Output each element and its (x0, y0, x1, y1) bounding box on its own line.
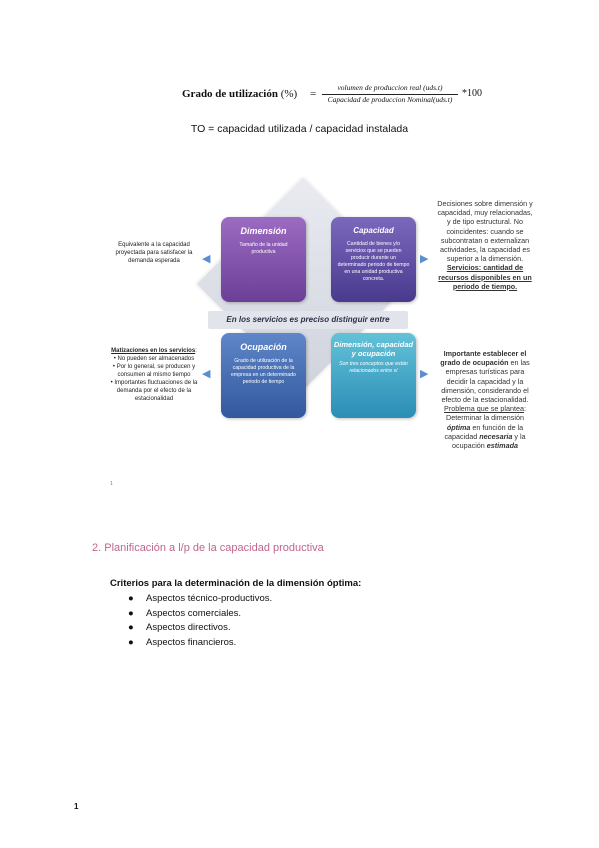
occupancy-optima: óptima (446, 422, 471, 432)
box-dimension-capacidad-ocupacion: Dimensión, capacidad y ocupación Son tre… (331, 333, 416, 418)
concepts-diagram: Dimensión Tamaño de la unidad productiva… (110, 177, 544, 497)
nuances-heading: Matizaciones en los servicios (111, 348, 196, 354)
occupancy-problem: Problema que se plantea (444, 404, 524, 414)
dimension-note: Equivalente a la capacidad proyectada pa… (115, 242, 193, 264)
occupancy-note: Importante establecer el grado de ocupac… (436, 349, 534, 450)
list-item: ● Aspectos financieros. (128, 636, 272, 651)
occupancy-necesaria: necesaria (479, 431, 513, 441)
formula-equals: = (310, 88, 317, 100)
criteria-list: ● Aspectos técnico-productivos. ● Aspectos… (128, 592, 272, 650)
list-item-text: Aspectos directivos. (146, 622, 231, 633)
band-text: En los servicios es preciso distinguir e… (226, 315, 390, 324)
formula-lhs: Grado de utilización (%) (182, 88, 297, 100)
arrow-left-icon: ◀ (202, 253, 211, 265)
occupancy-text2a: Determinar la dimensión (446, 413, 524, 423)
nuance-item: • Por lo general, se producen y consumen… (112, 364, 196, 378)
box-dimension: Dimensión Tamaño de la unidad productiva (221, 217, 306, 302)
box-title: Dimensión, capacidad y ocupación (333, 340, 414, 358)
box-title: Dimensión (240, 226, 287, 236)
formula-denominator: Capacidad de produccion Nominal(uds.t) (327, 95, 453, 104)
box-ocupacion: Ocupación Grado de utilización de la cap… (221, 333, 306, 418)
list-item-text: Aspectos técnico-productivos. (146, 593, 273, 604)
occupancy-note-text: en las empresas turísticas para decidir … (441, 358, 530, 405)
box-desc: Son tres conceptos que están relacionado… (339, 361, 408, 374)
page-number: 1 (74, 802, 79, 811)
to-definition: TO = capacidad utilizada / capacidad ins… (190, 123, 409, 135)
list-item: ● Aspectos directivos. (128, 621, 272, 636)
box-title: Ocupación (240, 342, 287, 352)
formula-lhs-bold: Grado de utilización (182, 88, 278, 100)
occupancy-estimada: estimada (486, 441, 518, 451)
box-desc: Cantidad de bienes y/o servicios que se … (337, 241, 410, 282)
box-desc: Tamaño de la unidad productiva (239, 242, 288, 255)
bullet-icon: ● (128, 607, 134, 619)
nuances-colon: : (195, 348, 197, 354)
box-capacidad: Capacidad Cantidad de bienes y/o servici… (331, 217, 416, 302)
nuance-item: • Importantes fluctuaciones de la demand… (110, 380, 198, 402)
diagram-center-band: En los servicios es preciso distinguir e… (208, 311, 408, 329)
nuance-item: • No pueden ser almacenados (113, 356, 195, 362)
services-nuances-note: Matizaciones en los servicios: • No pued… (110, 347, 198, 403)
capacity-note-text: Decisiones sobre dimensión y capacidad, … (437, 199, 533, 264)
diagram-footnote: 1 (110, 481, 113, 487)
list-item: ● Aspectos técnico-productivos. (128, 592, 272, 607)
formula-lhs-rest: (%) (277, 88, 298, 100)
bullet-icon: ● (128, 636, 134, 648)
occupancy-colon: : (523, 404, 526, 414)
criteria-heading: Criterios para la determinación de la di… (110, 578, 362, 589)
arrow-right-icon: ▶ (420, 253, 429, 265)
arrow-right-icon: ▶ (420, 368, 429, 380)
arrow-left-icon: ◀ (202, 368, 211, 380)
utilization-formula: Grado de utilización (%) = volumen de pr… (182, 83, 522, 105)
formula-numerator: volumen de produccion real (uds.t) (322, 83, 458, 95)
section-title: 2. Planificación a l/p de la capacidad p… (92, 542, 324, 554)
occupancy-note-bold: Importante establecer el grado de ocupac… (440, 349, 527, 368)
list-item-text: Aspectos financieros. (146, 636, 237, 648)
box-desc: Grado de utilización de la capacidad pro… (231, 358, 296, 385)
bullet-icon: ● (128, 622, 134, 633)
bullet-icon: ● (128, 593, 134, 604)
formula-multiplier: *100 (462, 88, 482, 99)
occupancy-text2b: en función de la capacidad (444, 422, 524, 441)
list-item: ● Aspectos comerciales. (128, 607, 272, 622)
occupancy-text2c: y la ocupación (452, 431, 526, 451)
capacity-note: Decisiones sobre dimensión y capacidad, … (436, 199, 534, 291)
formula-fraction: volumen de produccion real (uds.t) Capac… (322, 83, 458, 105)
list-item-text: Aspectos comerciales. (146, 607, 242, 619)
box-title: Capacidad (353, 226, 394, 235)
capacity-note-services: Servicios: cantidad de recursos disponib… (438, 263, 532, 291)
